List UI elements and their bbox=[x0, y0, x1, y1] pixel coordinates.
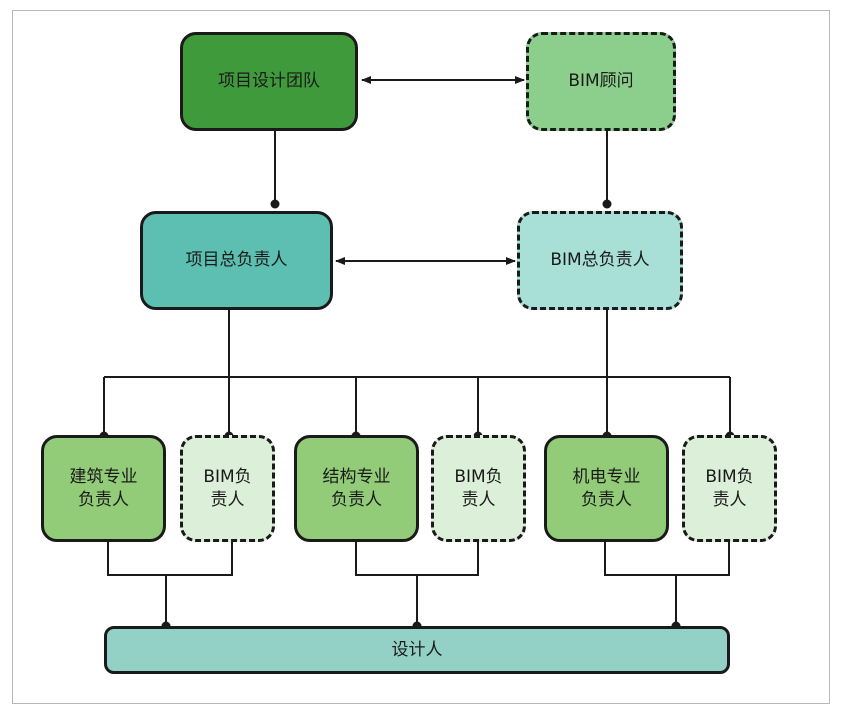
project-lead-label: 项目总负责人 bbox=[185, 250, 288, 270]
arch-lead-label-line2: 负责人 bbox=[78, 489, 129, 510]
mep-lead-label-line1: 机电专业 bbox=[572, 466, 641, 487]
bim-lead-label: BIM总负责人 bbox=[550, 250, 650, 270]
project-team-node: 项目设计团队 bbox=[180, 32, 358, 131]
diagram-frame bbox=[12, 10, 830, 704]
mep-bim-node: BIM负 责人 bbox=[682, 435, 777, 542]
struct-group-connector bbox=[355, 542, 479, 576]
junction-dot bbox=[602, 199, 612, 209]
mep-group-connector bbox=[604, 542, 730, 576]
bim-lead-node: BIM总负责人 bbox=[517, 211, 683, 310]
struct-bim-label-line2: 责人 bbox=[461, 489, 496, 510]
bim-consultant-label: BIM顾问 bbox=[568, 71, 634, 91]
junction-dot bbox=[270, 199, 280, 209]
mep-lead-node: 机电专业 负责人 bbox=[544, 435, 669, 542]
mep-lead-label-line2: 负责人 bbox=[581, 489, 632, 510]
designer-label: 设计人 bbox=[391, 639, 443, 660]
struct-lead-node: 结构专业 负责人 bbox=[294, 435, 419, 542]
arch-group-connector bbox=[107, 542, 233, 576]
bim-consultant-node: BIM顾问 bbox=[526, 32, 676, 131]
project-lead-node: 项目总负责人 bbox=[140, 211, 333, 310]
struct-bim-label-line1: BIM负 bbox=[454, 466, 503, 487]
mep-bim-label-line1: BIM负 bbox=[705, 466, 754, 487]
arch-bim-label-line1: BIM负 bbox=[203, 466, 252, 487]
arch-lead-node: 建筑专业 负责人 bbox=[41, 435, 166, 542]
arch-bim-node: BIM负 责人 bbox=[180, 435, 275, 542]
arch-bim-label-line2: 责人 bbox=[210, 489, 245, 510]
struct-bim-node: BIM负 责人 bbox=[431, 435, 526, 542]
mep-bim-label-line2: 责人 bbox=[712, 489, 747, 510]
struct-lead-label-line1: 结构专业 bbox=[322, 466, 391, 487]
project-team-label: 项目设计团队 bbox=[218, 71, 320, 91]
arch-lead-label-line1: 建筑专业 bbox=[69, 466, 138, 487]
struct-lead-label-line2: 负责人 bbox=[331, 489, 382, 510]
designer-node: 设计人 bbox=[104, 626, 730, 674]
